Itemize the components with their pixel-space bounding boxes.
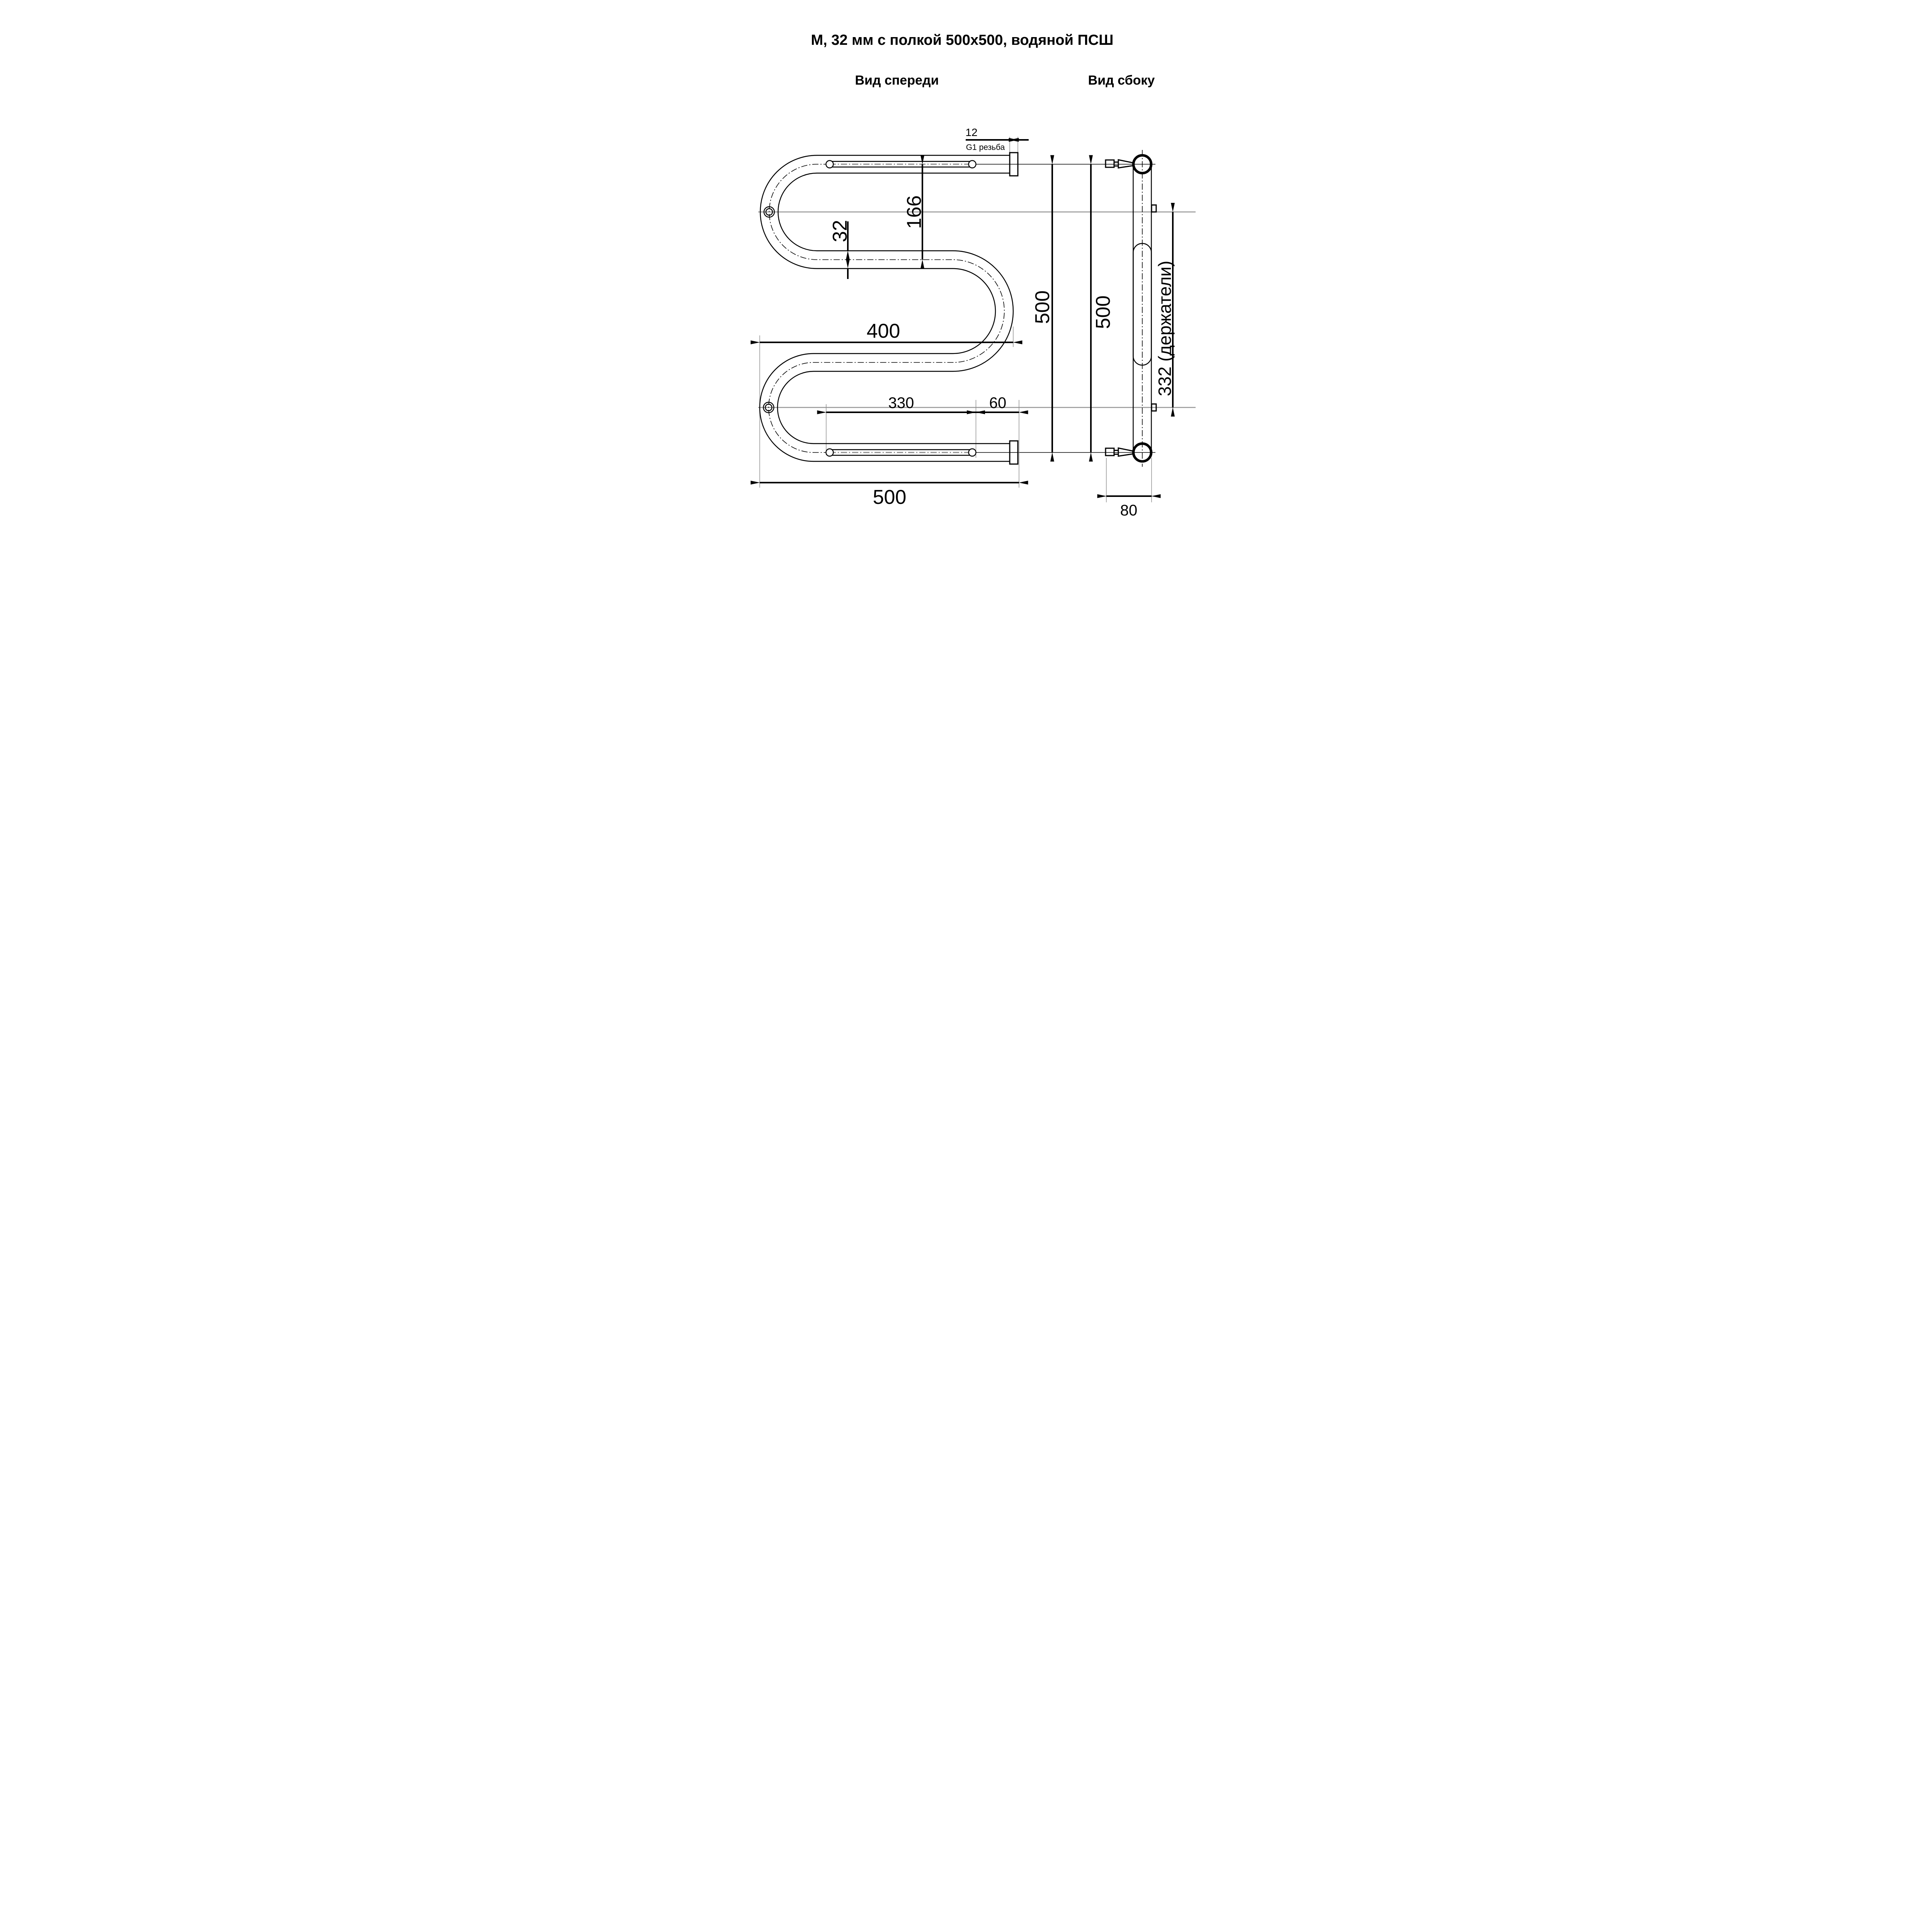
dim-value-500-front: 500 [1031, 291, 1054, 324]
shelf-rod-top [825, 160, 977, 168]
mount-ring-bottom [763, 401, 774, 413]
side-view [1105, 150, 1157, 467]
dim-value-12: 12 [965, 126, 977, 138]
dim-value-80: 80 [1120, 502, 1138, 519]
pipe-outline-outer [759, 155, 1010, 462]
dim-holders-332: 332 (держатели) [1155, 203, 1175, 417]
dim-value-166: 166 [903, 196, 925, 229]
dim-side-height-500: 500 [1089, 155, 1114, 462]
shelf-rod-bottom [825, 448, 977, 457]
dim-value-32: 32 [829, 220, 851, 242]
shelf-end-cap [825, 160, 834, 168]
mount-inner-circle [765, 208, 773, 216]
dim-width-400: 400 [750, 320, 1022, 344]
dim-thread-12: 12 G1 резьба [965, 126, 1029, 152]
dim-diameter-32: 32 [829, 220, 851, 279]
holder-square-bottom [1151, 403, 1157, 412]
dim-value-400: 400 [867, 320, 900, 342]
shelf-end-cap [825, 448, 834, 457]
shelf-end-cap [968, 160, 977, 168]
side-view-label: Вид сбоку [1088, 73, 1155, 88]
anchor-nut [1105, 159, 1115, 168]
shelf-end-cap [968, 448, 977, 457]
mount-ring-top [763, 206, 775, 218]
dim-overall-500: 500 [750, 481, 1028, 509]
drawing-title: М, 32 мм с полкой 500х500, водяной ПСШ [811, 32, 1113, 48]
wall-anchor-top [1105, 159, 1134, 169]
anchor-nut [1105, 447, 1115, 456]
dim-value-500-width: 500 [873, 486, 907, 509]
mount-outer-circle [763, 206, 775, 218]
dim-offset-166: 166 [903, 155, 925, 269]
pipe-centerline [768, 164, 1005, 453]
dim-note-g1: G1 резьба [966, 143, 1005, 152]
dim-value-60: 60 [989, 395, 1007, 412]
front-view-label: Вид спереди [855, 73, 939, 88]
mount-inner-circle [765, 403, 772, 412]
towel-rail-drawing: М, 32 мм с полкой 500х500, водяной ПСШ В… [720, 0, 1199, 547]
dim-front-height-500: 500 [1031, 155, 1054, 462]
dim-depth-80: 80 [1097, 494, 1161, 519]
mount-outer-circle [763, 401, 774, 413]
dim-shelf-330: 330 [817, 395, 985, 414]
front-view [759, 152, 1019, 465]
dim-value-332: 332 (держатели) [1155, 261, 1175, 396]
dim-value-500-side: 500 [1092, 296, 1114, 329]
pipe-outline-inner [777, 172, 1014, 444]
holder-square-top [1151, 204, 1157, 213]
wall-anchor-bottom [1105, 447, 1134, 457]
dim-value-330: 330 [888, 395, 914, 412]
dimensions: 12 G1 резьба 166 32 400 330 60 500 [750, 126, 1175, 519]
dim-gap-60: 60 [967, 395, 1028, 414]
anchor-cone [1118, 447, 1134, 457]
projection-lines [758, 164, 1196, 453]
thread-fitting-bottom [1009, 440, 1019, 465]
technical-drawing-page: М, 32 мм с полкой 500х500, водяной ПСШ В… [720, 0, 1199, 547]
anchor-cone [1118, 159, 1134, 169]
thread-fitting-top [1009, 152, 1019, 177]
